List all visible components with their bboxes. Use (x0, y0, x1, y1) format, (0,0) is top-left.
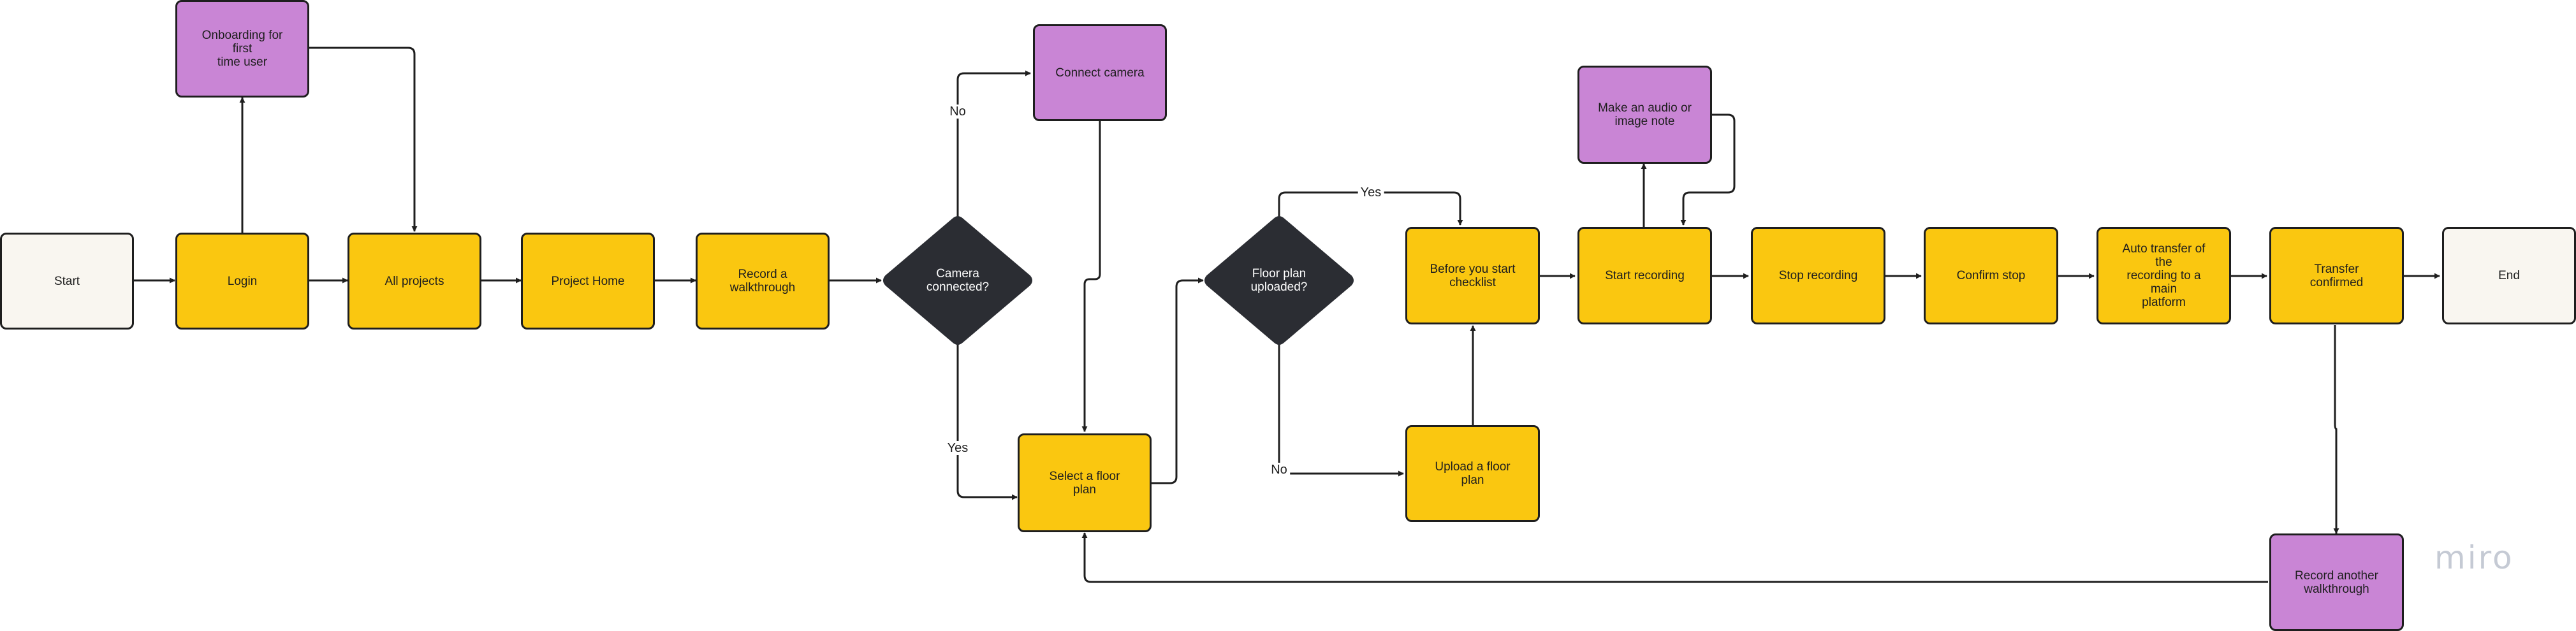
node-stop-recording[interactable]: Stop recording (1751, 227, 1885, 324)
node-audio-image-note[interactable]: Make an audio or image note (1577, 66, 1712, 164)
decision-diamond-shape (1204, 216, 1354, 345)
node-start-recording[interactable]: Start recording (1577, 227, 1712, 324)
node-auto-transfer[interactable]: Auto transfer of the recording to a main… (2097, 227, 2231, 324)
connector-camera-select (956, 344, 1018, 500)
decision-camera-label: Camera connected? (926, 267, 990, 294)
node-start[interactable]: Start (0, 233, 134, 330)
connector-select-floordecision (1152, 277, 1204, 484)
node-confirm-stop[interactable]: Confirm stop (1924, 227, 2058, 324)
node-login[interactable]: Login (175, 233, 309, 330)
connector-recordanother-select (1081, 532, 2268, 583)
miro-logo: miro (2434, 539, 2514, 576)
decision-camera-connected[interactable]: Camera connected? (882, 216, 1034, 345)
edge-label-floor-yes: Yes (1358, 185, 1384, 199)
node-record-another[interactable]: Record another walkthrough (2269, 533, 2404, 631)
node-project-home[interactable]: Project Home (521, 233, 655, 330)
edge-label-camera-no: No (947, 105, 969, 119)
connector-floor-upload (1278, 344, 1404, 477)
node-select-floor-plan[interactable]: Select a floor plan (1018, 433, 1152, 532)
node-record-walkthrough[interactable]: Record a walkthrough (696, 233, 830, 330)
node-connect-camera[interactable]: Connect camera (1033, 24, 1167, 121)
node-upload-floor-plan[interactable]: Upload a floor plan (1405, 425, 1540, 522)
edge-label-floor-no: No (1268, 463, 1290, 477)
connector-connect-select (1081, 121, 1101, 432)
node-before-checklist[interactable]: Before you start checklist (1405, 227, 1540, 324)
edge-label-camera-yes: Yes (944, 441, 971, 455)
node-end[interactable]: End (2442, 227, 2576, 324)
node-onboarding[interactable]: Onboarding for first time user (175, 0, 309, 98)
decision-diamond-shape (883, 216, 1032, 345)
connector-transfer-recordanother (2333, 325, 2339, 534)
connector-camera-connect (956, 70, 1031, 217)
decision-floor-plan-uploaded[interactable]: Floor plan uploaded? (1203, 216, 1355, 345)
node-transfer-confirmed[interactable]: Transfer confirmed (2269, 227, 2404, 324)
connector-note-startrec (1680, 113, 1736, 226)
decision-floor-label: Floor plan uploaded? (1250, 267, 1308, 294)
node-all-projects[interactable]: All projects (348, 233, 481, 330)
connector-onboarding-allprojects (309, 47, 418, 232)
